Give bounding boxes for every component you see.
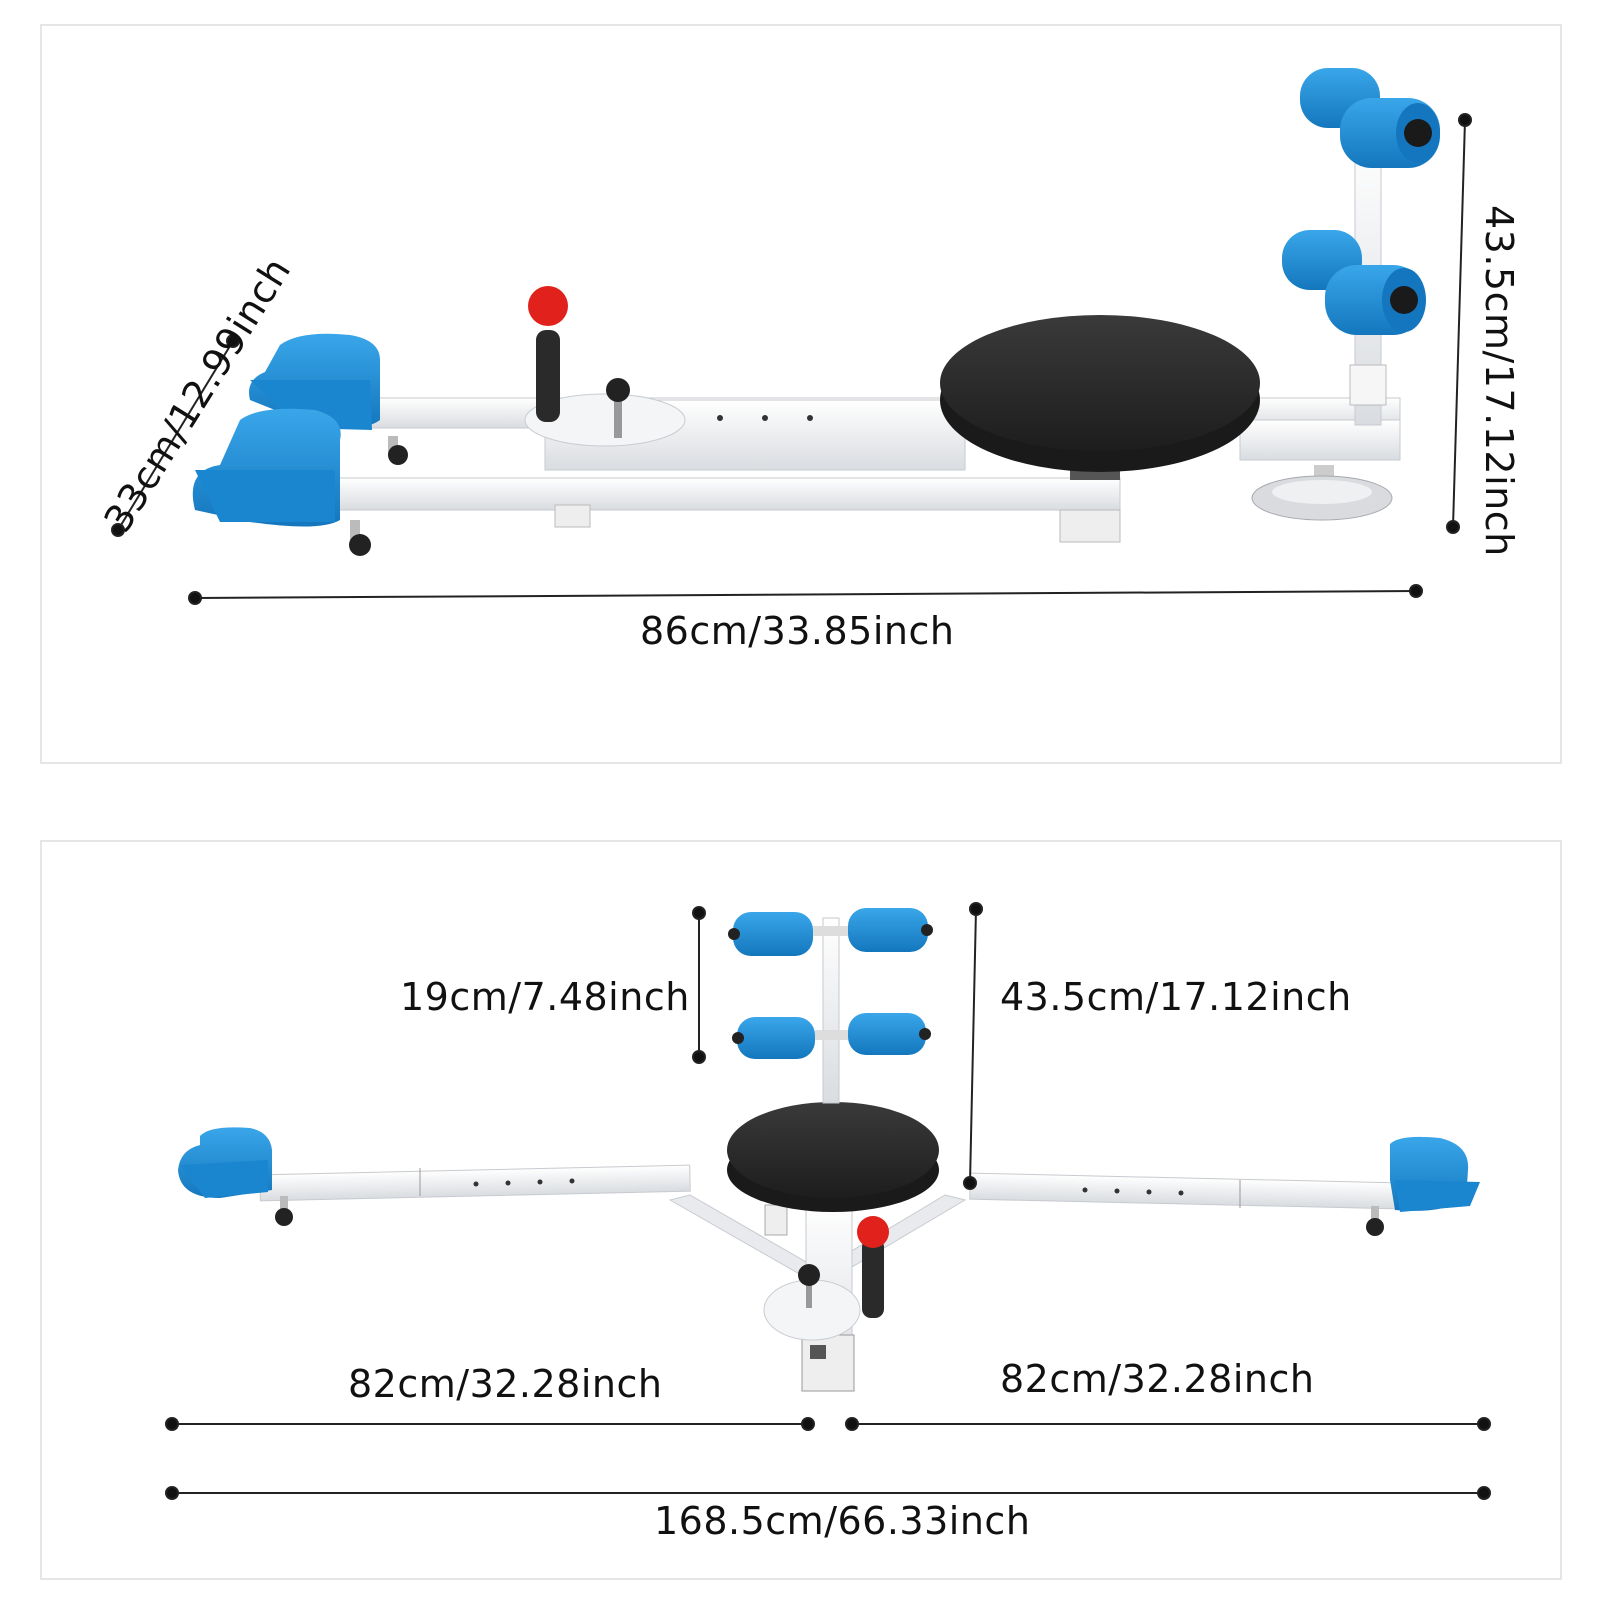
- red-knob-icon: [528, 286, 568, 326]
- seat-icon: [940, 315, 1260, 451]
- foot-pad-icon: [178, 1127, 272, 1198]
- left-leg-label: 82cm/32.28inch: [348, 1362, 663, 1406]
- foam-roller-icon: [732, 1013, 931, 1059]
- foot-pad-icon: [249, 333, 380, 430]
- knob-icon: [798, 1264, 820, 1286]
- foam-roller-icon: [1282, 230, 1426, 335]
- right-leg-label: 82cm/32.28inch: [1000, 1357, 1315, 1401]
- bottom-height-label: 43.5cm/17.12inch: [1000, 975, 1352, 1019]
- seat-icon: [727, 1102, 939, 1198]
- wheel-icon: [1366, 1206, 1384, 1236]
- roller-spacing-label: 19cm/7.48inch: [400, 975, 690, 1019]
- foam-roller-icon: [728, 908, 933, 956]
- length-dimension-label: 86cm/33.85inch: [640, 609, 955, 653]
- top-machine: [192, 68, 1440, 556]
- knob-icon: [606, 378, 630, 402]
- height-dimension-label: 43.5cm/17.12inch: [1477, 205, 1521, 557]
- foot-pad-icon: [192, 408, 341, 527]
- total-span-label: 168.5cm/66.33inch: [654, 1499, 1031, 1543]
- bottom-machine: [178, 908, 1480, 1392]
- top-dimension-lines: [111, 113, 1472, 605]
- foam-roller-icon: [1300, 68, 1440, 168]
- foot-pad-icon: [1390, 1136, 1480, 1212]
- bottom-dimension-lines: [165, 902, 1491, 1500]
- red-knob-icon: [857, 1216, 889, 1248]
- wheel-icon: [349, 520, 371, 556]
- wheel-icon: [275, 1196, 293, 1226]
- wheel-icon: [388, 436, 408, 465]
